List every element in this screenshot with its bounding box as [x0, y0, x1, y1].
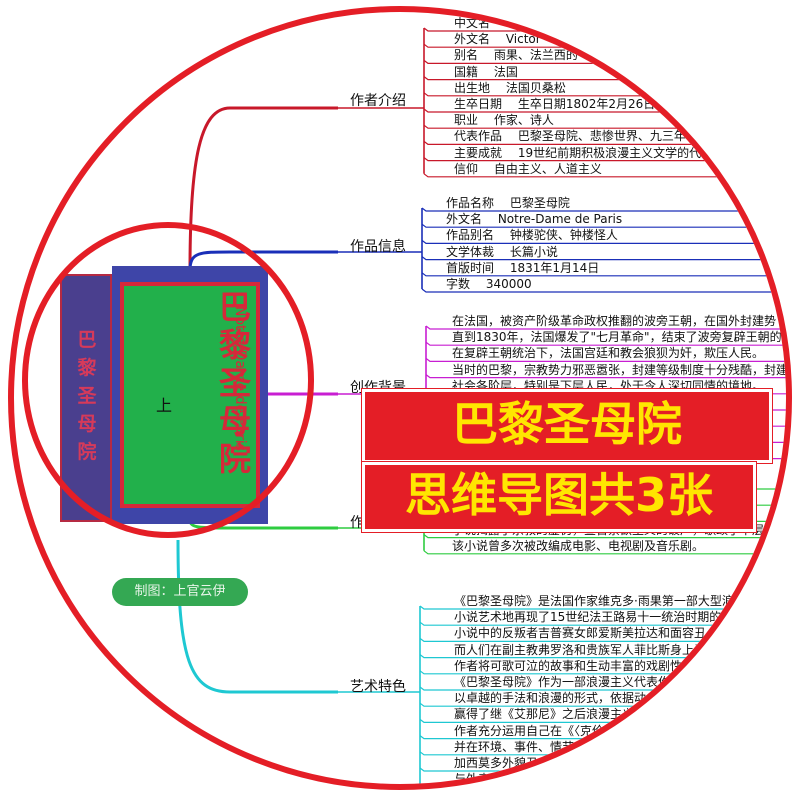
leaf-underline [425, 341, 786, 346]
leaf-underline [421, 239, 786, 244]
leaf-underline [419, 670, 786, 675]
banner-subtitle: 思维导图共3张 [362, 462, 756, 532]
leaf-underline [421, 223, 786, 228]
leaf-art: 小说中的反叛者吉普赛女郎爱斯美拉达和面容丑 [454, 626, 707, 641]
connector-author [188, 106, 338, 271]
connector-info [188, 250, 338, 271]
credit-badge: 制图：上官云伊 [112, 578, 248, 606]
leaf-art: 作者将可歌可泣的故事和生动丰富的戏剧性情 [454, 658, 695, 673]
leaf-underline [419, 605, 786, 610]
leaf-underline [423, 43, 786, 48]
leaf-underline [419, 654, 786, 659]
leaf-underline [425, 374, 786, 379]
leaf-underline [423, 534, 786, 539]
leaf-author: 中文名 [454, 16, 491, 30]
leaf-underline [419, 702, 786, 707]
book-cover-panel [120, 282, 260, 508]
leaf-author: 别名 雨果、法兰西的 [454, 48, 578, 63]
leaf-underline [421, 207, 786, 212]
book-spine: 巴黎圣母院 [60, 274, 112, 522]
leaf-info: 文学体裁 长篇小说 [446, 244, 558, 259]
leaf-author: 代表作品 巴黎圣母院、悲惨世界、九三年 [454, 129, 686, 144]
leaf-author: 信仰 自由主义、人道主义 [454, 161, 602, 176]
leaf-art: 并在环境、事件、情节 [454, 739, 575, 754]
leaf-trunk-info [338, 208, 423, 289]
leaf-underline [423, 76, 786, 81]
leaf-underline [423, 173, 786, 178]
leaf-underline [423, 59, 786, 64]
leaf-underline [423, 550, 786, 555]
banner-title: 巴黎圣母院 [362, 389, 772, 463]
leaf-trunk-art [338, 606, 421, 784]
leaf-plot: 该小说曾多次被改编成电影、电视剧及音乐剧。 [452, 538, 705, 553]
leaf-art: 《巴黎圣母院》作为一部浪漫主义代表作 [454, 675, 671, 689]
leaf-underline [423, 124, 786, 129]
leaf-background: 在复辟王朝统治下，法国宫廷和教会狼狈为奸，欺压人民。 [452, 346, 765, 361]
volume-label: 上 [156, 396, 173, 415]
leaf-author: 主要成就 19世纪前期积极浪漫主义文学的代 [454, 145, 702, 160]
leaf-info: 首版时间 1831年1月14日 [446, 260, 600, 275]
cover-title-en: Notre-Dame de Paris [232, 306, 248, 451]
spine-title: 巴黎圣母院 [77, 329, 97, 463]
cover-title: 巴黎圣母院 [218, 288, 251, 478]
leaf-art: 作者充分运用自己在《〈克伦 [454, 723, 605, 738]
leaf-info: 字数 340000 [446, 277, 532, 291]
leaf-underline [423, 140, 786, 145]
leaf-underline [419, 637, 786, 642]
leaf-underline [419, 621, 786, 626]
leaf-underline [421, 272, 786, 277]
leaf-art: 小说艺术地再现了15世纪法王路易十一统治时期的 [454, 610, 722, 625]
book-cover-illustration: 巴黎圣母院 巴黎圣母院 Notre-Dame de Paris 上 [60, 266, 268, 534]
leaf-author: 出生地 法国贝桑松 [454, 80, 566, 95]
leaf-underline [419, 735, 786, 740]
leaf-underline [419, 686, 786, 691]
leaf-underline [423, 27, 786, 32]
leaf-underline [423, 108, 786, 113]
leaf-art: 赢得了继《艾那尼》之后浪漫主义 [454, 707, 635, 722]
leaf-underline [419, 767, 786, 772]
leaf-author: 外文名 Victor [454, 32, 541, 47]
leaf-info: 作品名称 巴黎圣母院 [446, 196, 570, 210]
topic-art: 艺术特色 [350, 679, 406, 695]
leaf-art: 而人们在副主教弗罗洛和贵族军人菲比斯身上看 [454, 642, 707, 657]
leaf-background: 当时的巴黎，宗教势力邪恶嚣张，封建等级制度十分残酷，封建 [452, 362, 786, 377]
leaf-art: 与外表 [454, 772, 491, 784]
leaf-underline [421, 256, 786, 261]
topic-info: 作品信息 [350, 239, 406, 255]
leaf-art: 加西莫多外貌丑 [454, 756, 539, 770]
leaf-underline [423, 92, 786, 97]
leaf-author: 职业 作家、诗人 [454, 113, 554, 128]
topic-author: 作者介绍 [350, 93, 406, 109]
leaf-underline [419, 718, 786, 723]
leaf-author: 国籍 法国 [454, 64, 518, 79]
connector-art [176, 539, 338, 694]
leaf-underline [419, 751, 786, 756]
leaf-background: 在法国，被资产阶级革命政权推翻的波旁王朝，在国外封建势 [452, 314, 777, 328]
leaf-underline [423, 157, 786, 162]
leaf-art: 以卓越的手法和浪漫的形式，依据动 [454, 691, 647, 706]
leaf-info: 外文名 Notre-Dame de Paris [446, 212, 623, 227]
leaf-art: 《巴黎圣母院》是法国作家维克多·雨果第一部大型浪 [454, 594, 734, 608]
leaf-underline [425, 325, 786, 330]
leaf-trunk-author [337, 28, 425, 174]
leaf-author: 生卒日期 生卒日期1802年2月26日 [454, 97, 656, 111]
leaf-underline [425, 357, 786, 362]
leaf-info: 作品别名 钟楼驼侠、钟楼怪人 [446, 228, 618, 243]
leaf-background: 直到1830年，法国爆发了"七月革命"，结束了波旁复辟王朝的 [452, 330, 782, 345]
leaf-underline [421, 288, 786, 293]
